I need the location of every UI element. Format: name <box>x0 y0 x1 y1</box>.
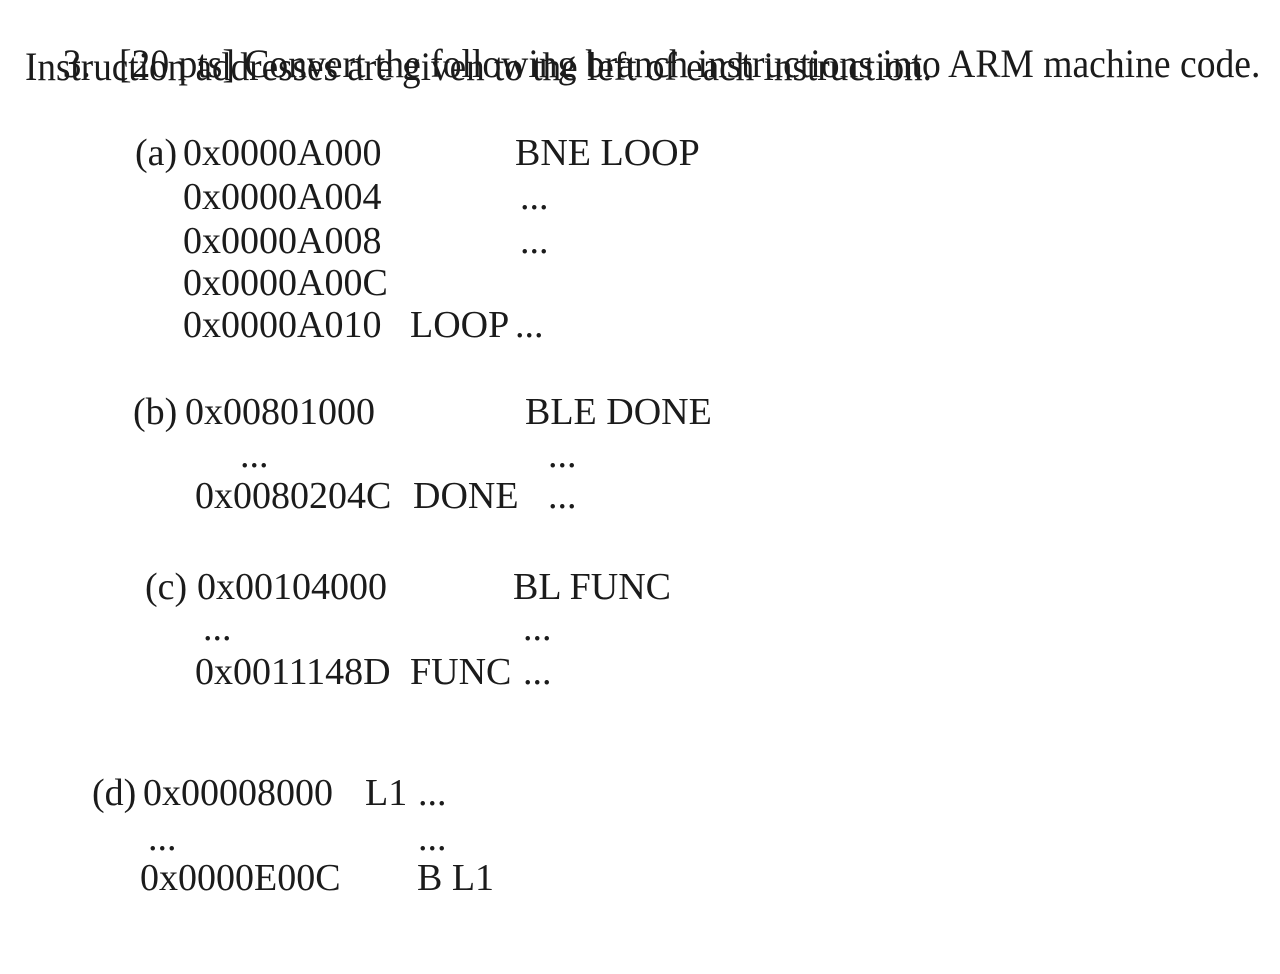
part-c-row2-left-ellipsis: ... <box>203 607 232 649</box>
part-a-row2-ellipsis: ... <box>520 176 549 218</box>
part-b-row1-address: 0x00801000 <box>185 391 375 433</box>
part-a-row5-address: 0x0000A010 <box>183 304 382 346</box>
part-c-row3-branch-label: FUNC <box>410 651 512 693</box>
problem-statement-line2: Instruction addresses are given to the l… <box>25 44 932 89</box>
part-a-label: (a) <box>135 132 178 174</box>
part-a-row3-ellipsis: ... <box>520 220 549 262</box>
part-c-row1-address: 0x00104000 <box>197 566 387 608</box>
part-b-row1-instruction: BLE DONE <box>525 391 712 433</box>
part-d-row1-ellipsis: ... <box>418 772 447 814</box>
part-b-row2-left-ellipsis: ... <box>240 434 269 476</box>
problem-statement-line1: 3. [20 pts] Convert the following branch … <box>25 4 1261 124</box>
part-d-row2-right-ellipsis: ... <box>418 817 447 859</box>
part-a-row1-instruction: BNE LOOP <box>515 132 700 174</box>
part-a-row5-ellipsis: ... <box>515 304 544 346</box>
part-b-row3-branch-label: DONE <box>413 475 519 517</box>
part-c-row3-address: 0x0011148D <box>195 651 391 693</box>
part-a-row5-branch-label: LOOP <box>410 304 510 346</box>
part-b-row3-address: 0x0080204C <box>195 475 392 517</box>
part-c-row1-instruction: BL FUNC <box>513 566 672 608</box>
part-b-label: (b) <box>133 391 178 433</box>
part-d-row1-branch-label: L1 <box>365 772 408 814</box>
part-c-row3-ellipsis: ... <box>523 651 552 693</box>
part-d-row2-left-ellipsis: ... <box>148 817 177 859</box>
part-d-row3-address: 0x0000E00C <box>140 857 341 899</box>
question-number: 3. <box>62 41 91 86</box>
part-c-row2-right-ellipsis: ... <box>523 607 552 649</box>
part-c-label: (c) <box>145 566 188 608</box>
part-d-row1-address: 0x00008000 <box>143 772 333 814</box>
part-a-row2-address: 0x0000A004 <box>183 176 382 218</box>
question-text: [20 pts] Convert the following branch in… <box>119 41 1261 86</box>
part-d-label: (d) <box>92 772 137 814</box>
part-d-row3-instruction: B L1 <box>417 857 495 899</box>
part-a-row3-address: 0x0000A008 <box>183 220 382 262</box>
part-a-row4-address: 0x0000A00C <box>183 262 388 304</box>
part-b-row3-ellipsis: ... <box>548 475 577 517</box>
part-b-row2-right-ellipsis: ... <box>548 434 577 476</box>
part-a-row1-address: 0x0000A000 <box>183 132 382 174</box>
